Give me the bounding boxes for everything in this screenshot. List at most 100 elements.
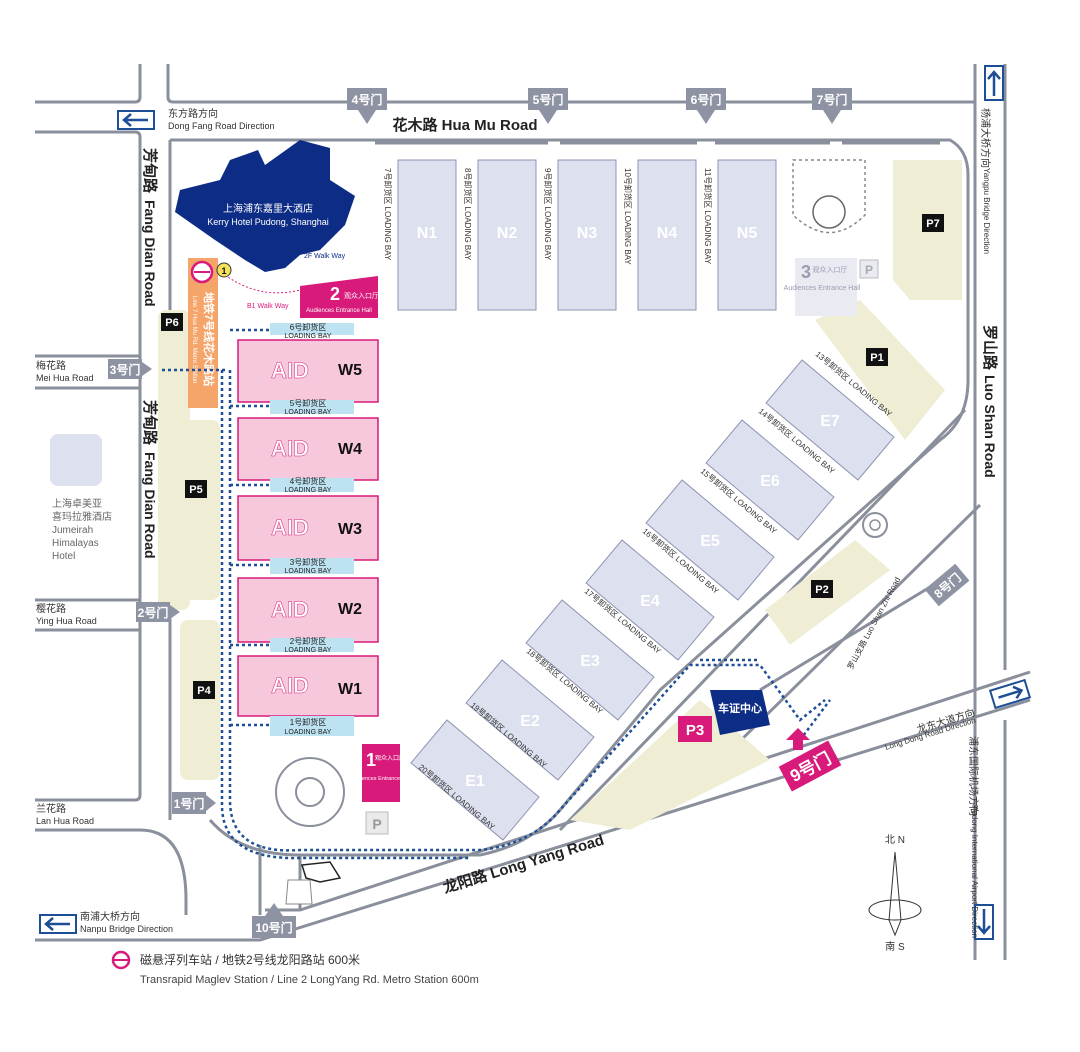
luo-shan-road-cn: 罗山路	[981, 325, 999, 371]
loading-bay-7: 7号卸货区 LOADING BAY	[383, 168, 393, 261]
fang-dian-road-mid-cn: 芳甸路	[141, 400, 159, 446]
parking-p6: P6	[165, 317, 178, 329]
parking-p1: P1	[870, 352, 883, 364]
walk-routes	[160, 328, 831, 860]
bay-2-en: LOADING BAY	[285, 647, 332, 654]
hall-n2-label: N2	[497, 225, 518, 242]
jumeirah-en-2: Himalayas	[52, 538, 99, 549]
registration-label: 车证中心	[718, 701, 762, 715]
parking-labels: P1 P2 P3 P4 P5 P6 P7	[161, 214, 944, 742]
bay-1-cn: 1号卸货区	[290, 717, 326, 727]
metro-line7-station: 地铁7号线花木路站 Line 7 Hua Mu Rd. Metro Statio…	[188, 258, 232, 408]
ying-hua-road-cn: 樱花路	[36, 602, 66, 615]
entrance-2-cn: 观众入口厅	[344, 292, 379, 300]
entrance-1-cn: 观众入口厅	[375, 755, 405, 762]
fang-dian-road-top-en: Fang Dian Road	[142, 200, 158, 307]
yangpu-dir-en: Yangpu Bridge Direction	[982, 168, 991, 254]
parking-icon-s: P	[372, 816, 381, 832]
hall-n1-label: N1	[417, 225, 438, 242]
walkway-b1: B1 Walk Way	[247, 303, 289, 310]
kerry-hotel: 上海浦东嘉里大酒店 Kerry Hotel Pudong, Shanghai 2…	[175, 140, 355, 310]
north-halls: N1 N2 N3 N4 N5 7号卸货区 LOADING BAY 8号卸货区 L…	[383, 159, 866, 311]
bay-5-en: LOADING BAY	[285, 409, 332, 416]
mei-hua-road-en: Mei Hua Road	[36, 373, 94, 383]
parking-p3: P3	[686, 722, 704, 739]
front-plaza	[275, 757, 345, 905]
entrance-3-num: 3	[801, 262, 811, 282]
lan-hua-road-cn: 兰花路	[36, 802, 66, 815]
hall-e5-label: E5	[700, 533, 720, 550]
ying-hua-road-en: Ying Hua Road	[36, 616, 97, 626]
fang-dian-road-top-cn: 芳甸路	[141, 148, 159, 194]
dong-fang-dir-cn: 东方路方向	[168, 107, 218, 120]
hall-e2-label: E2	[520, 713, 540, 730]
gate-10-label: 10号门	[255, 920, 292, 935]
w3-brand: AID	[271, 515, 309, 540]
loading-bay-8: 8号卸货区 LOADING BAY	[463, 168, 473, 261]
lan-hua-road-en: Lan Hua Road	[36, 816, 94, 826]
jumeirah-en-1: Jumeirah	[52, 525, 93, 536]
bay-3-en: LOADING BAY	[285, 568, 332, 575]
hall-w5-label: W5	[338, 362, 362, 379]
hall-w2-label: W2	[338, 601, 362, 618]
hall-w4-label: W4	[338, 441, 362, 458]
footer-en: Transrapid Maglev Station / Line 2 LongY…	[140, 974, 479, 986]
bay-4-en: LOADING BAY	[285, 487, 332, 494]
airport-dir-en: Pudong International Airport Direction	[970, 805, 979, 938]
jumeirah-cn-2: 喜玛拉雅酒店	[52, 510, 112, 523]
bay-5-cn: 5号卸货区	[290, 398, 326, 408]
parking-p5: P5	[189, 484, 202, 496]
entrance-2-num: 2	[330, 284, 340, 304]
hall-w3-label: W3	[338, 521, 362, 538]
hall-e4-label: E4	[640, 593, 660, 610]
hall-n3-label: N3	[577, 225, 598, 242]
kerry-hotel-en: Kerry Hotel Pudong, Shanghai	[207, 217, 329, 227]
metro-exit-number: 1	[221, 266, 226, 276]
hall-n4-label: N4	[657, 225, 678, 242]
hua-mu-road-label: 花木路 Hua Mu Road	[393, 116, 538, 134]
fang-dian-road-mid-en: Fang Dian Road	[142, 452, 158, 559]
hall-e6-label: E6	[760, 473, 780, 490]
jumeirah-cn-1: 上海卓美亚	[52, 497, 102, 510]
bay-1-en: LOADING BAY	[285, 729, 332, 736]
luo-shan-road-en: Luo Shan Road	[982, 375, 998, 478]
entrance-1-en: Audiences Entrance Hall	[351, 776, 411, 782]
w4-brand: AID	[271, 436, 309, 461]
gates: 4号门 5号门 6号门 7号门 3号门 2号门 1号门 10号门 8号门 9号门	[108, 88, 970, 938]
airport-dir-cn: 浦东国际机场方向	[967, 736, 980, 816]
footer-cn: 磁悬浮列车站 / 地铁2号线龙阳路站 600米	[140, 952, 360, 967]
compass-icon: 北 N 南 S	[868, 834, 922, 953]
loading-bay-11: 11号卸货区 LOADING BAY	[703, 168, 713, 265]
bay-6-en: LOADING BAY	[285, 333, 332, 340]
loading-bay-9: 9号卸货区 LOADING BAY	[543, 168, 553, 261]
compass-north: 北 N	[885, 834, 905, 846]
entrance-hall-3: 3 观众入口厅 Audiences Entrance Hall P	[784, 258, 879, 316]
nanpu-dir-cn: 南浦大桥方向	[80, 910, 140, 923]
metro-station-en: Line 7 Hua Mu Rd. Metro Station	[191, 296, 197, 383]
bay-2-cn: 2号卸货区	[290, 636, 326, 646]
loading-bay-10: 10号卸货区 LOADING BAY	[623, 168, 633, 265]
entrance-hall-2: 2 观众入口厅 Audiences Entrance Hall	[300, 276, 379, 318]
footer-legend: 磁悬浮列车站 / 地铁2号线龙阳路站 600米 Transrapid Magle…	[111, 950, 479, 986]
hall-e1-label: E1	[465, 773, 485, 790]
hall-e7-label: E7	[820, 413, 840, 430]
entrance-hall-1: 1 观众入口厅 Audiences Entrance Hall P	[351, 744, 411, 835]
parking-p4: P4	[197, 685, 211, 697]
nanpu-dir-en: Nanpu Bridge Direction	[80, 924, 173, 934]
gate-7-label: 7号门	[817, 92, 848, 107]
hall-n5-label: N5	[737, 225, 758, 242]
bay-6-cn: 6号卸货区	[290, 322, 326, 332]
yangpu-dir-cn: 杨浦大桥方向	[979, 108, 992, 168]
w2-brand: AID	[271, 597, 309, 622]
dong-fang-dir-en: Dong Fang Road Direction	[168, 121, 275, 131]
gate-3-label: 3号门	[110, 362, 141, 377]
entrance-2-en: Audiences Entrance Hall	[306, 308, 372, 314]
road-network	[35, 64, 1031, 960]
mei-hua-road-cn: 梅花路	[36, 359, 66, 372]
entrance-3-en: Audiences Entrance Hall	[784, 285, 861, 292]
parking-icon-n: P	[865, 263, 873, 277]
gate-5-label: 5号门	[533, 92, 564, 107]
gate-1-label: 1号门	[174, 796, 205, 811]
compass-south: 南 S	[885, 940, 905, 953]
parking-p2: P2	[815, 584, 828, 596]
